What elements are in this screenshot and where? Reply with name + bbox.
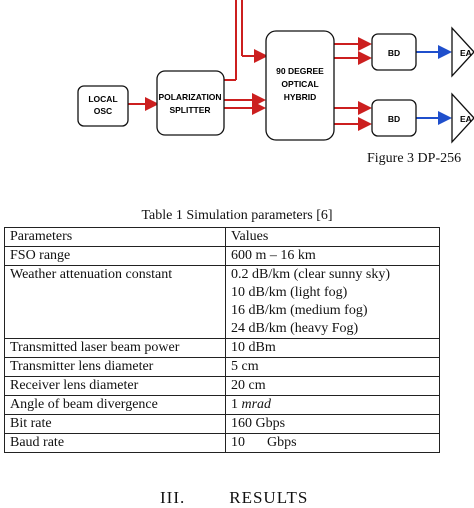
local-osc-label-2: OSC xyxy=(94,106,112,116)
value-line: 0.2 dB/km (clear sunny sky) xyxy=(231,267,391,282)
ea-bottom-amplifier: EA xyxy=(451,92,474,144)
figure-caption: Figure 3 DP-256 xyxy=(367,151,462,166)
optical-hybrid-block: 90 DEGREE OPTICAL HYBRID xyxy=(265,30,335,141)
table-row: Transmitted laser beam power 10 dBm xyxy=(4,338,440,358)
value-line: 10 dBm xyxy=(231,340,276,355)
param-cell: Receiver lens diameter xyxy=(4,376,226,396)
value-unit: mrad xyxy=(241,397,272,412)
param-cell: FSO range xyxy=(4,246,226,266)
value-line: 600 m – 16 km xyxy=(231,248,316,263)
bd-top-label: BD xyxy=(388,48,400,58)
hybrid-label-2: OPTICAL xyxy=(281,79,318,89)
table-row: Bit rate 160 Gbps xyxy=(4,414,440,434)
value-line: 10 dB/km (light fog) xyxy=(231,285,348,300)
local-osc-label-1: LOCAL xyxy=(88,94,117,104)
value-line: 5 cm xyxy=(231,359,259,374)
param-cell: Angle of beam divergence xyxy=(4,395,226,415)
value-number: 1 xyxy=(231,397,238,412)
baud-unit: Gbps xyxy=(267,435,297,450)
ea-bottom-label: EA xyxy=(460,114,472,124)
value-cell: 5 cm xyxy=(225,357,440,377)
bd-bottom-block: BD xyxy=(371,99,417,137)
value-cell: 10 dBm xyxy=(225,338,440,358)
value-line: 160 Gbps xyxy=(231,416,286,431)
table-header-row: Parameters Values xyxy=(4,227,440,247)
hybrid-label-3: HYBRID xyxy=(284,92,317,102)
value-cell: 160 Gbps xyxy=(225,414,440,434)
value-cell: 10 Gbps xyxy=(225,433,440,453)
value-line: 24 dB/km (heavy Fog) xyxy=(231,321,359,336)
bd-bottom-label: BD xyxy=(388,114,400,124)
header-parameters: Parameters xyxy=(4,227,226,247)
section-title: RESULTS xyxy=(229,488,309,507)
bd-top-block: BD xyxy=(371,33,417,71)
value-line: 16 dB/km (medium fog) xyxy=(231,303,368,318)
param-cell: Transmitter lens diameter xyxy=(4,357,226,377)
value-cell: 1 mrad xyxy=(225,395,440,415)
baud-value: 10 xyxy=(231,435,245,450)
table-row: Angle of beam divergence 1 mrad xyxy=(4,395,440,415)
ea-top-amplifier: EA xyxy=(451,26,474,78)
pol-splitter-label-1: POLARIZATION xyxy=(158,92,221,102)
table-row: Transmitter lens diameter 5 cm xyxy=(4,357,440,377)
hybrid-label-1: 90 DEGREE xyxy=(276,66,324,76)
param-cell: Baud rate xyxy=(4,433,226,453)
local-osc-block: LOCAL OSC xyxy=(77,85,129,127)
table-caption: Table 1 Simulation parameters [6] xyxy=(141,208,333,223)
param-cell: Weather attenuation constant xyxy=(4,265,226,339)
table-row: Receiver lens diameter 20 cm xyxy=(4,376,440,396)
parameters-table: Parameters Values FSO range 600 m – 16 k… xyxy=(4,227,440,453)
param-cell: Bit rate xyxy=(4,414,226,434)
header-values: Values xyxy=(225,227,440,247)
pol-splitter-label-2: SPLITTER xyxy=(169,105,210,115)
param-cell: Transmitted laser beam power xyxy=(4,338,226,358)
value-cell: 0.2 dB/km (clear sunny sky) 10 dB/km (li… xyxy=(225,265,440,339)
table-row: FSO range 600 m – 16 km xyxy=(4,246,440,266)
value-line: 20 cm xyxy=(231,378,266,393)
polarization-splitter-block: POLARIZATION SPLITTER xyxy=(156,70,225,136)
table-row: Baud rate 10 Gbps xyxy=(4,433,440,453)
block-diagram: LOCAL OSC POLARIZATION SPLITTER 90 DEGRE… xyxy=(77,0,474,144)
section-number: III. xyxy=(160,488,186,507)
table-row: Weather attenuation constant 0.2 dB/km (… xyxy=(4,265,440,339)
value-cell: 20 cm xyxy=(225,376,440,396)
ea-top-label: EA xyxy=(460,48,472,58)
section-heading: III. RESULTS xyxy=(160,488,308,508)
value-cell: 600 m – 16 km xyxy=(225,246,440,266)
